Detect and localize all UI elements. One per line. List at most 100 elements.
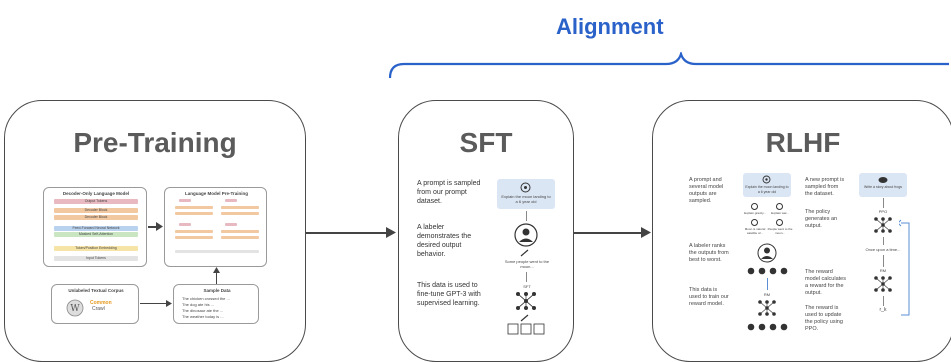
sample-title: Sample Data [203,288,231,293]
sft-step: A labeler demonstrates the desired outpu… [417,224,472,258]
sft-prompt-card: Explain the moon landing to a 6 year old [497,179,555,209]
network-icon [874,276,892,292]
lm-layer [175,236,213,239]
prompt-icon [762,175,771,184]
lm-input [175,250,259,253]
rm-option-text: People went to the moon... [767,227,793,235]
sample-line: The dog ate his ... [182,302,215,307]
decoder-layer: Token/Position Embedding [54,246,138,251]
lm-layer [221,212,259,215]
connector-line [883,198,884,208]
connector-line [526,211,527,221]
decoder-layer: Feed-Forward Neural Network [54,226,138,231]
rm-option-text: Explain gravity... [744,211,766,215]
arrow-line [140,303,168,304]
stage-arrow [306,232,390,234]
lm-layer [221,230,259,233]
lm-token [179,199,191,202]
lm-layer [175,212,213,215]
network-icon [758,300,776,316]
decoder-layer: Masked Self-Attention [54,232,138,237]
rm-label: RM [763,292,771,297]
rm-option [751,203,758,210]
sft-model-label: SFT [523,284,531,289]
sft-answer: Some people went to the moon... [504,259,550,269]
arrow-line [148,226,158,228]
corpus-card: Unlabeled Textual Corpus W Common Crawl [51,284,139,324]
arrow-line [216,271,217,284]
connector-line [883,296,884,306]
lm-layer [221,206,259,209]
connector-line [767,278,768,290]
sft-step: This data is used to fine-tune GPT-3 wit… [417,282,481,307]
corpus-title: Unlabeled Textual Corpus [68,288,124,293]
decoder-card: Decoder-Only Language Model Output Token… [43,187,147,267]
pretraining-panel: Pre-Training Decoder-Only Language Model… [4,100,306,362]
network-icon [874,217,892,233]
connector-line [526,272,527,282]
arrow-head-icon [213,267,220,273]
rlhf-title: RLHF [765,127,841,158]
sample-data-card: Sample Data The chicken crossed the ... … [173,284,259,324]
lm-layer [175,206,213,209]
lm-title: Language Model Pre-Training [184,191,248,196]
rm-option [751,219,758,226]
decoder-layer: Input Tokens [54,256,138,261]
sft-panel: SFT A prompt is sampled from our prompt … [398,100,574,362]
arrow-head-icon [386,227,396,238]
lm-layer [175,230,213,233]
decoder-layer: Output Tokens [54,199,138,204]
corpus-source: Common [90,300,112,306]
svg-text:W: W [70,304,80,314]
rlhf-step: This data is used to train our reward mo… [689,287,729,307]
network-icon [516,292,536,310]
feedback-loop-line [899,219,910,316]
policy-output: Once upon a time... [865,247,901,252]
frog-icon [878,177,888,183]
alignment-brace [388,52,949,79]
prompt-icon [520,182,531,193]
reward-label: RM [879,268,887,273]
connector-line [883,255,884,267]
lm-token [225,223,237,226]
wikipedia-icon: W [66,299,84,317]
alignment-title: Alignment [556,14,664,39]
lm-layer [221,236,259,239]
lm-pretraining-card: Language Model Pre-Training [164,187,267,267]
corpus-source: Crawl [92,306,105,312]
pencil-icon [520,249,529,257]
labeler-icon [514,223,538,247]
policy-prompt-card: Write a story about frogs [859,173,907,197]
rm-option [776,219,783,226]
rlhf-panel: RLHF A prompt and several model outputs … [652,100,951,362]
rlhf-step: The reward is used to update the policy … [805,305,843,332]
rm-option-text: Explain war... [771,211,789,215]
decoder-layer: Decoder Block [54,208,138,213]
sample-line: The weather today is ... [182,314,224,319]
sample-line: The chicken crossed the ... [182,296,230,301]
sft-title: SFT [459,127,513,158]
lm-token [179,223,191,226]
rm-option [776,203,783,210]
reward-value: r_k [879,307,887,313]
arrow-head-icon [166,300,172,307]
documents-icon [507,323,545,335]
ranking-icon [747,267,788,275]
ranking-icon [747,323,788,331]
arrow-head-icon [641,227,651,238]
rm-prompt-card: Explain the moon landing to a 6 year old [743,173,791,197]
rlhf-step: The reward model calculates a reward for… [805,269,846,296]
decoder-layer: Decoder Block [54,215,138,220]
decoder-title: Decoder-Only Language Model [62,191,130,196]
lm-token [225,199,237,202]
sft-step: A prompt is sampled from our prompt data… [417,180,481,205]
rlhf-step: A prompt and several model outputs are s… [689,177,724,204]
pretraining-title: Pre-Training [73,127,237,158]
rlhf-step: A new prompt is sampled from the dataset… [805,177,845,197]
connector-line [883,237,884,245]
pencil-icon [520,314,529,322]
stage-arrow [574,232,644,234]
rm-option-text: Moon is natural satellite of... [744,227,766,235]
policy-label: PPO [878,209,888,214]
sample-line: The dinosaur ate the ... [182,308,224,313]
